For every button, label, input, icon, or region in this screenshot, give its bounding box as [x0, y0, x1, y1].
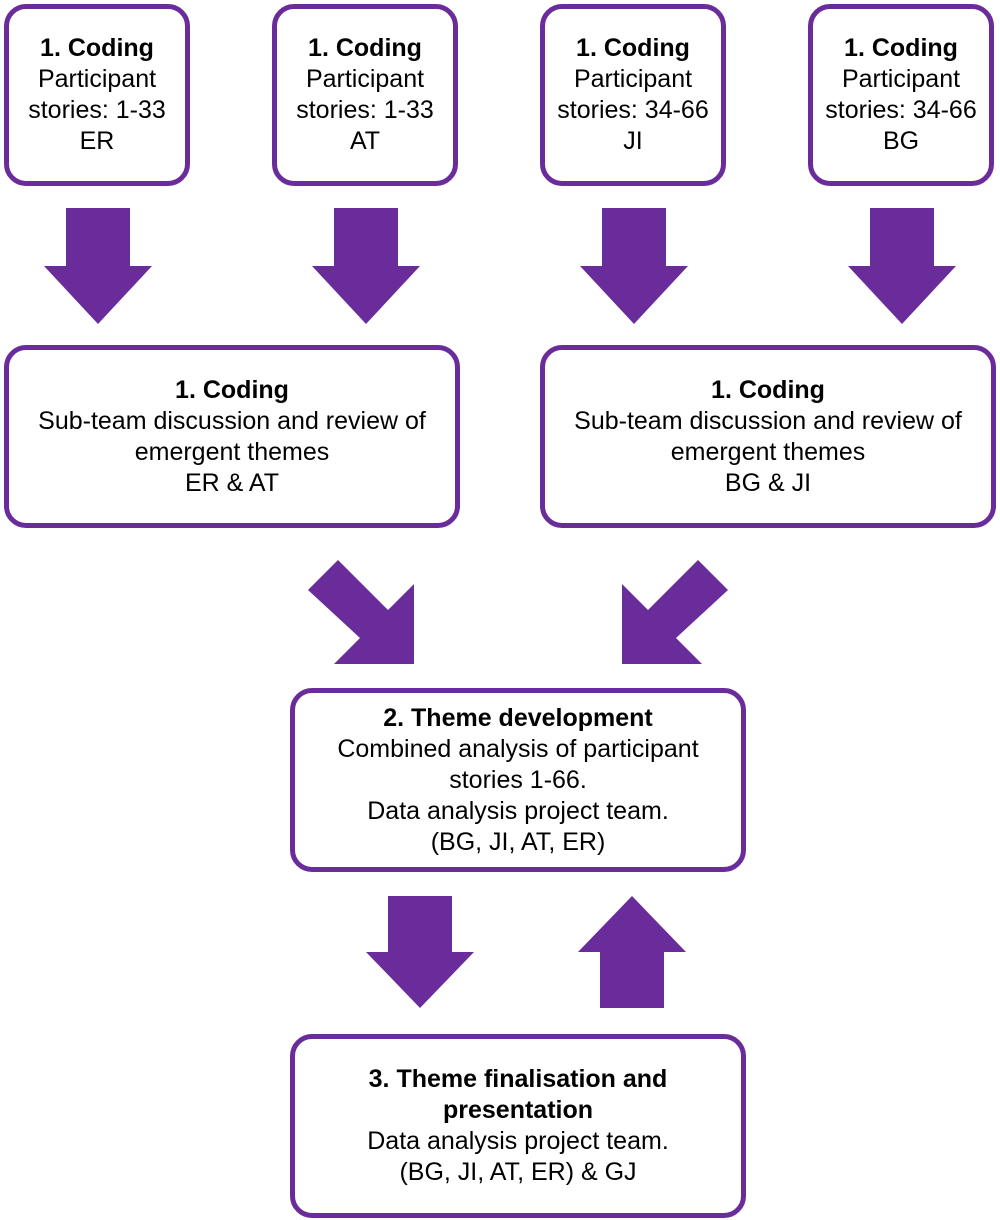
theme-development-box: 2. Theme development Combined analysis o…: [290, 688, 746, 872]
down-arrow: [848, 208, 956, 324]
coding-box-ji: 1. Coding Participant stories: 34-66 JI: [540, 4, 726, 186]
box-line: Combined analysis of participant: [337, 734, 699, 763]
down-arrow: [44, 208, 152, 324]
box-title: 1. Coding: [844, 34, 958, 62]
box-title-continued: presentation: [442, 1096, 594, 1124]
box-line: ER & AT: [184, 468, 279, 497]
box-title: 1. Coding: [711, 375, 825, 404]
up-arrow: [578, 896, 686, 1008]
box-title: 1. Coding: [175, 375, 289, 404]
diagonal-down-right-arrow: [308, 560, 414, 664]
coding-box-bg: 1. Coding Participant stories: 34-66 BG: [808, 4, 994, 186]
box-line: ER: [79, 127, 115, 155]
box-line: JI: [623, 127, 643, 155]
box-line: stories: 34-66: [825, 96, 977, 124]
box-line: Participant: [305, 65, 425, 93]
down-arrow: [312, 208, 420, 324]
box-line: Data analysis project team.: [367, 796, 669, 825]
box-line: Sub-team discussion and review of: [38, 406, 426, 435]
box-title: 1. Coding: [576, 34, 690, 62]
down-arrow: [580, 208, 688, 324]
down-arrow: [366, 896, 474, 1008]
box-line: Data analysis project team.: [367, 1127, 669, 1155]
subteam-box-er-at: 1. Coding Sub-team discussion and review…: [4, 345, 460, 528]
box-line: emergent themes: [670, 437, 866, 466]
subteam-box-bg-ji: 1. Coding Sub-team discussion and review…: [540, 345, 996, 528]
coding-box-er: 1. Coding Participant stories: 1-33 ER: [4, 4, 190, 186]
box-title: 2. Theme development: [383, 703, 653, 732]
coding-box-at: 1. Coding Participant stories: 1-33 AT: [272, 4, 458, 186]
box-line: Participant: [841, 65, 961, 93]
box-line: (BG, JI, AT, ER): [430, 827, 606, 856]
box-title: 1. Coding: [40, 34, 154, 62]
box-line: Participant: [573, 65, 693, 93]
box-line: BG & JI: [724, 468, 812, 497]
box-line: stories: 1-33: [28, 96, 166, 124]
diagonal-down-left-arrow: [622, 560, 728, 664]
box-line: Participant: [37, 65, 157, 93]
box-title: 1. Coding: [308, 34, 422, 62]
box-line: emergent themes: [134, 437, 330, 466]
box-line: stories 1-66.: [449, 765, 587, 794]
box-line: Sub-team discussion and review of: [574, 406, 962, 435]
theme-finalisation-box: 3. Theme finalisation and presentation D…: [290, 1034, 746, 1218]
box-line: stories: 1-33: [296, 96, 434, 124]
box-line: AT: [349, 127, 381, 155]
box-title: 3. Theme finalisation and: [368, 1065, 668, 1093]
box-line: stories: 34-66: [557, 96, 709, 124]
box-line: (BG, JI, AT, ER) & GJ: [399, 1158, 637, 1186]
box-line: BG: [882, 127, 920, 155]
